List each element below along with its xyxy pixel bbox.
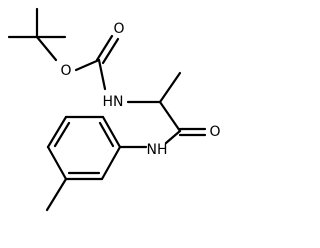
bond-ring-to-methyl <box>45 177 68 212</box>
bond-ring-6 <box>100 145 122 181</box>
atom-label-amide-nh: NH <box>147 142 168 158</box>
atom-label-ester-oxygen: O <box>60 63 71 79</box>
bond-alpha-c-to-amide-c <box>158 100 182 133</box>
bond-carbonyl-c-to-nh <box>97 58 107 91</box>
atom-label-boc-carbonyl-oxygen: O <box>113 21 124 37</box>
bond-ring-1 <box>101 115 122 149</box>
bond-ring-3 <box>46 115 68 149</box>
atom-label-carbamate-nh: HN <box>103 94 124 110</box>
bond-tbu-to-ester-o <box>35 35 58 62</box>
molecule-structure: O O HN O NH <box>7 7 221 212</box>
bonds <box>7 7 207 212</box>
bond-ring-3-inner <box>53 121 71 148</box>
bond-boc-carbonyl-double-b <box>101 37 120 65</box>
atom-label-amide-carbonyl-oxygen: O <box>209 124 220 140</box>
bond-ring-1-inner <box>98 121 115 148</box>
bond-alpha-c-to-methyl <box>158 71 182 104</box>
bond-boc-carbonyl-double-a <box>95 34 114 62</box>
bond-amide-c-to-nh <box>164 129 182 145</box>
bond-ester-o-to-carbonyl-c <box>74 58 101 72</box>
bond-ring-4 <box>46 145 68 181</box>
atom-labels: O O HN O NH <box>60 21 220 158</box>
